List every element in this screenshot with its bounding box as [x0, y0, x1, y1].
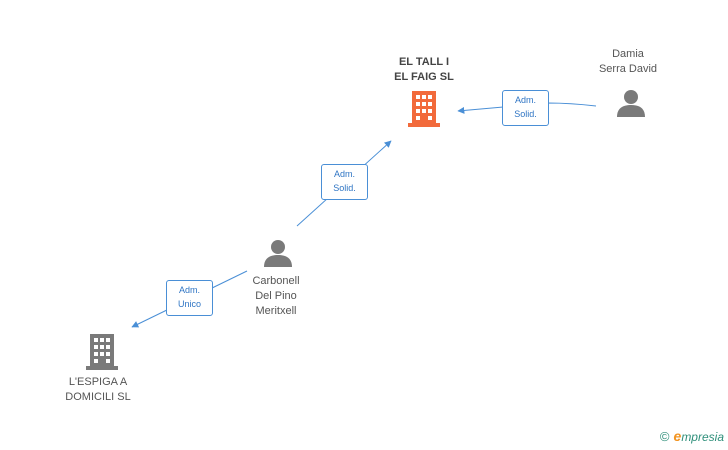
relation-type: Solid. [514, 109, 537, 119]
person-label-damia[interactable]: Damia Serra David [578, 47, 678, 77]
company-name-line-1: EL TALL I [398, 56, 450, 68]
company-label-el-tall[interactable]: EL TALL I EL FAIG SL [374, 55, 474, 85]
brand-name: mpresia [681, 430, 724, 444]
person-name-line-3: Meritxell [255, 305, 297, 317]
company-name-line-2: DOMICILI SL [65, 391, 131, 403]
company-label-lespiga[interactable]: L'ESPIGA A DOMICILI SL [48, 375, 148, 405]
relation-badge-damia-el-tall[interactable]: Adm. Solid. [502, 90, 549, 126]
relation-badge-carbonell-el-tall[interactable]: Adm. Solid. [321, 164, 368, 200]
person-label-carbonell[interactable]: Carbonell Del Pino Meritxell [226, 274, 326, 319]
person-name-line-1: Carbonell [252, 275, 300, 287]
empresia-logo: ©empresia [660, 428, 724, 444]
relation-type: Solid. [333, 183, 356, 193]
person-name-line-2: Serra David [598, 63, 658, 75]
relation-role: Adm. [178, 285, 200, 295]
relation-type: Unico [177, 299, 201, 309]
building-icon[interactable] [86, 334, 118, 370]
company-name-line-1: L'ESPIGA A [68, 376, 128, 388]
company-name-line-2: EL FAIG SL [394, 71, 454, 83]
copyright-symbol: © [659, 429, 670, 444]
building-icon[interactable] [408, 91, 440, 127]
relation-role: Adm. [514, 95, 536, 105]
person-icon[interactable] [263, 238, 293, 267]
person-name-line-2: Del Pino [255, 290, 297, 302]
person-icon[interactable] [616, 88, 646, 117]
relation-badge-carbonell-lespiga[interactable]: Adm. Unico [166, 280, 213, 316]
relation-role: Adm. [333, 169, 355, 179]
person-name-line-1: Damia [612, 48, 644, 60]
brand-initial: e [673, 428, 682, 444]
